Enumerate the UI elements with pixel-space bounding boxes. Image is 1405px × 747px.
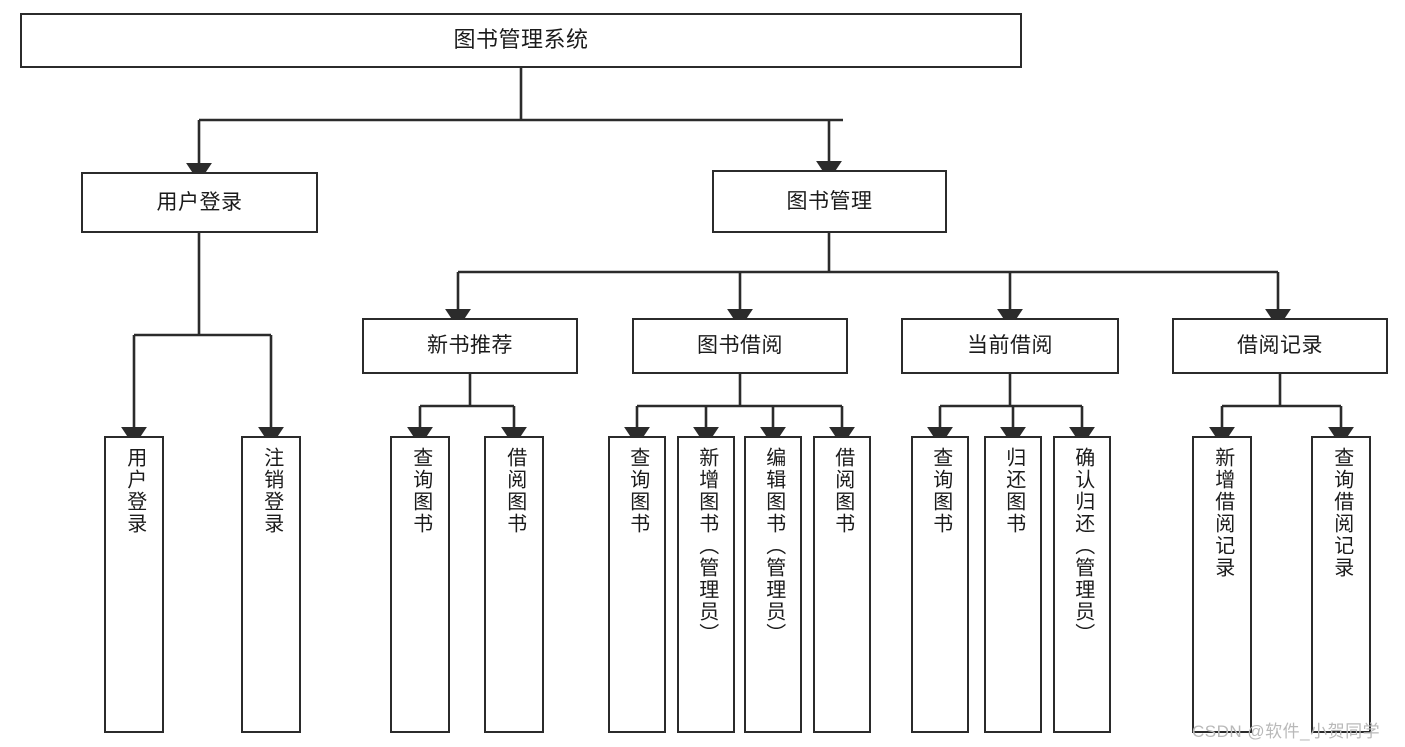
leaf-user-login[interactable]: 用户登录 xyxy=(104,436,164,733)
leaf-return-book-label: 归还图书 xyxy=(1002,447,1025,535)
node-book-manage[interactable]: 图书管理 xyxy=(712,170,947,233)
leaf-logout-login-label: 注销登录 xyxy=(260,447,283,535)
leaf-query-book-1[interactable]: 查询图书 xyxy=(390,436,450,733)
node-root-label: 图书管理系统 xyxy=(453,27,589,53)
node-new-book-recommend-label: 新书推荐 xyxy=(427,334,513,358)
leaf-add-borrow-record-label: 新增借阅记录 xyxy=(1211,447,1234,579)
leaf-logout-login[interactable]: 注销登录 xyxy=(241,436,301,733)
csdn-watermark: CSDN @软件_小贺同学 xyxy=(1192,722,1381,741)
node-borrow-record-label: 借阅记录 xyxy=(1237,334,1323,358)
node-current-borrow-label: 当前借阅 xyxy=(967,334,1053,358)
leaf-return-book[interactable]: 归还图书 xyxy=(984,436,1042,733)
leaf-add-book-label: 新增图书（管理员） xyxy=(695,447,718,645)
leaf-edit-book-label: 编辑图书（管理员） xyxy=(762,447,785,645)
leaf-query-borrow-record-label: 查询借阅记录 xyxy=(1330,447,1353,579)
leaf-query-book-2-label: 查询图书 xyxy=(626,447,649,535)
node-current-borrow[interactable]: 当前借阅 xyxy=(901,318,1119,374)
node-new-book-recommend[interactable]: 新书推荐 xyxy=(362,318,578,374)
leaf-query-borrow-record[interactable]: 查询借阅记录 xyxy=(1311,436,1371,733)
leaf-borrow-book-1[interactable]: 借阅图书 xyxy=(484,436,544,733)
leaf-query-book-1-label: 查询图书 xyxy=(409,447,432,535)
leaf-borrow-book-2[interactable]: 借阅图书 xyxy=(813,436,871,733)
node-book-borrow-label: 图书借阅 xyxy=(697,334,783,358)
node-book-manage-label: 图书管理 xyxy=(786,189,873,213)
leaf-user-login-label: 用户登录 xyxy=(123,447,146,535)
node-book-borrow[interactable]: 图书借阅 xyxy=(632,318,848,374)
node-borrow-record[interactable]: 借阅记录 xyxy=(1172,318,1388,374)
leaf-query-book-3[interactable]: 查询图书 xyxy=(911,436,969,733)
leaf-query-book-3-label: 查询图书 xyxy=(929,447,952,535)
leaf-confirm-return[interactable]: 确认归还（管理员） xyxy=(1053,436,1111,733)
leaf-query-book-2[interactable]: 查询图书 xyxy=(608,436,666,733)
node-user-login[interactable]: 用户登录 xyxy=(81,172,318,233)
node-user-login-label: 用户登录 xyxy=(156,190,243,214)
leaf-borrow-book-1-label: 借阅图书 xyxy=(503,447,526,535)
leaf-edit-book[interactable]: 编辑图书（管理员） xyxy=(744,436,802,733)
leaf-borrow-book-2-label: 借阅图书 xyxy=(831,447,854,535)
leaf-add-borrow-record[interactable]: 新增借阅记录 xyxy=(1192,436,1252,733)
leaf-add-book[interactable]: 新增图书（管理员） xyxy=(677,436,735,733)
node-root[interactable]: 图书管理系统 xyxy=(20,13,1022,68)
leaf-confirm-return-label: 确认归还（管理员） xyxy=(1071,447,1094,645)
